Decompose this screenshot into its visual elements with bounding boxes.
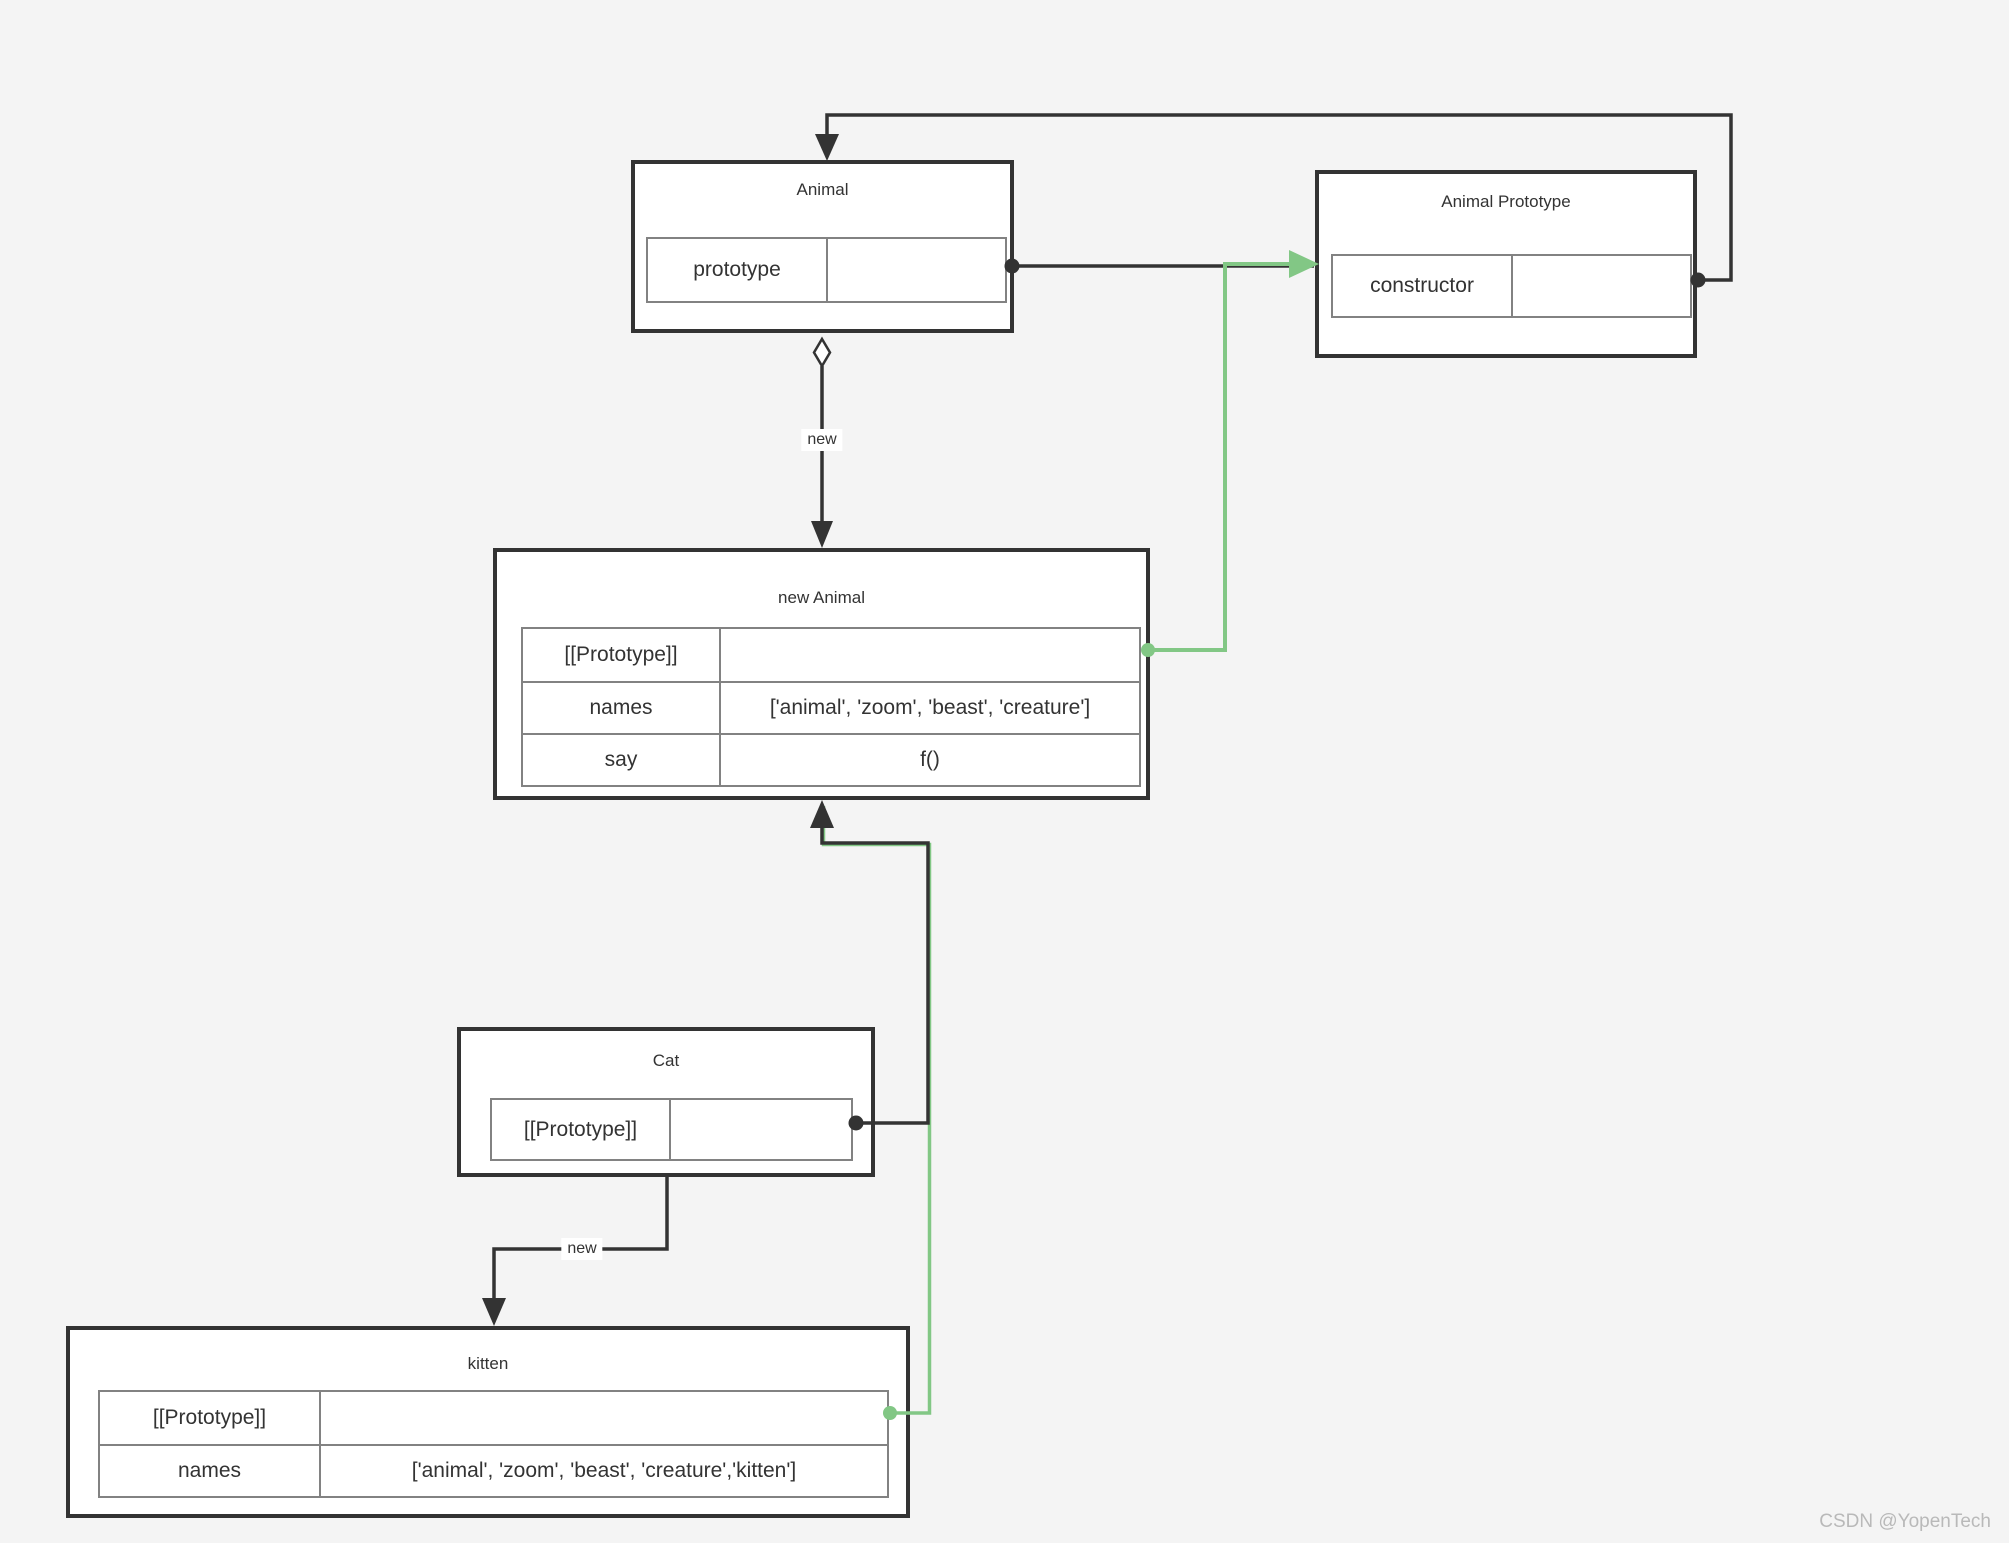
arrowhead-up-new-animal [810, 800, 834, 828]
box-animal-title: Animal [796, 180, 849, 199]
box-cat-title: Cat [652, 1051, 680, 1070]
arrowhead-down-kitten [482, 1298, 506, 1326]
box-new-animal: new Animal [[Prototype]] names ['animal'… [493, 548, 1150, 800]
row-value-prototype [828, 239, 1005, 301]
box-animal-table: prototype [646, 237, 1007, 303]
row-value-names: ['animal', 'zoom', 'beast', 'creature','… [411, 1459, 797, 1482]
box-kitten: kitten [[Prototype]] names ['animal', 'z… [66, 1326, 910, 1518]
row-label-names: names [100, 1446, 321, 1496]
table-row: constructor [1333, 256, 1690, 316]
watermark: CSDN @YopenTech [1819, 1511, 1991, 1532]
table-row: prototype [648, 239, 1005, 301]
table-row: say f() [523, 733, 1139, 785]
row-label-names: names [523, 683, 721, 733]
table-row: [[Prototype]] [100, 1392, 887, 1444]
box-kitten-title: kitten [467, 1354, 509, 1373]
box-animal: Animal prototype [631, 160, 1014, 333]
row-value-names: ['animal', 'zoom', 'beast', 'creature'] [769, 696, 1091, 719]
arrowhead-down-new-animal [811, 521, 833, 548]
box-kitten-table: [[Prototype]] names ['animal', 'zoom', '… [98, 1390, 889, 1498]
box-new-animal-title: new Animal [778, 588, 865, 607]
arrowhead-down-animal [815, 134, 839, 161]
box-animal-prototype-title: Animal Prototype [1441, 192, 1571, 211]
edge-new-animal-prototype-to-animal-prototype [1148, 262, 1290, 652]
row-label-constructor: constructor [1333, 256, 1513, 316]
table-row: names ['animal', 'zoom', 'beast', 'creat… [523, 681, 1139, 733]
row-label-internal-prototype: [[Prototype]] [492, 1100, 671, 1159]
row-label-internal-prototype: [[Prototype]] [523, 629, 721, 681]
row-value-constructor [1513, 256, 1690, 316]
row-value-internal-prototype [721, 629, 1139, 681]
row-value-internal-prototype [671, 1100, 851, 1159]
row-value-internal-prototype [321, 1392, 887, 1444]
table-row: [[Prototype]] [492, 1100, 851, 1159]
row-label-say: say [523, 735, 721, 785]
edge-label-new-kitten: new [561, 1238, 603, 1260]
diamond-animal-bottom [812, 336, 832, 369]
row-label-internal-prototype: [[Prototype]] [100, 1392, 321, 1444]
row-value-say: f() [920, 748, 940, 771]
row-label-prototype: prototype [648, 239, 828, 301]
box-cat-table: [[Prototype]] [490, 1098, 853, 1161]
box-animal-prototype-table: constructor [1331, 254, 1692, 318]
edge-label-new-animal: new [801, 429, 843, 451]
box-animal-prototype: Animal Prototype constructor [1315, 170, 1697, 358]
table-row: [[Prototype]] [523, 629, 1139, 681]
table-row: names ['animal', 'zoom', 'beast', 'creat… [100, 1444, 887, 1496]
box-cat: Cat [[Prototype]] [457, 1027, 875, 1177]
box-new-animal-table: [[Prototype]] names ['animal', 'zoom', '… [521, 627, 1141, 787]
